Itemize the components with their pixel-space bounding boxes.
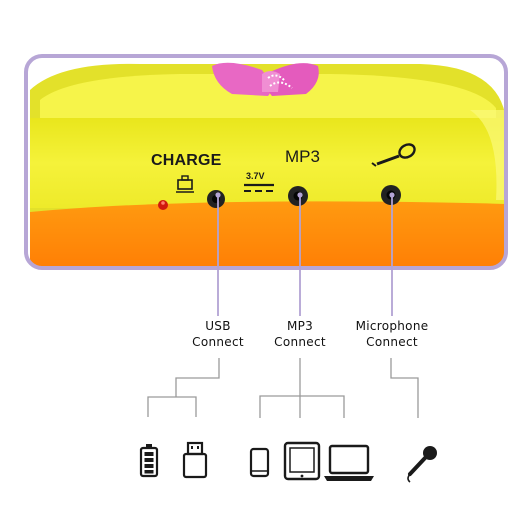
microphone-connect-label: Microphone Connect	[342, 318, 442, 350]
charge-led	[158, 200, 168, 210]
usb-connect-line2: Connect	[192, 335, 244, 349]
phone-icon	[249, 447, 270, 478]
usb-drive-icon	[182, 441, 208, 479]
callout-lines	[217, 195, 393, 316]
pink-bow	[212, 62, 319, 96]
usb-connect-line1: USB	[205, 319, 231, 333]
photo-frame	[24, 54, 508, 270]
panel-microphone-icon	[371, 143, 416, 167]
battery-icon	[139, 444, 159, 478]
usb-connect-label: USB Connect	[178, 318, 258, 350]
microphone-connect-line1: Microphone	[355, 319, 429, 333]
voltage-label: 3.7V	[246, 171, 265, 181]
microphone-icon	[407, 446, 437, 483]
charge-port	[207, 190, 225, 208]
mp3-connect-line1: MP3	[286, 319, 314, 333]
laptop-icon	[324, 444, 374, 481]
mp3-label: MP3	[285, 147, 320, 166]
mp3-connect-line2: Connect	[274, 335, 326, 349]
microphone-connect-line2: Connect	[366, 335, 418, 349]
mp3-connect-label: MP3 Connect	[260, 318, 340, 350]
speaker-panel	[26, 56, 506, 268]
charge-label: CHARGE	[151, 152, 222, 169]
dc-symbol-icon	[244, 183, 274, 192]
charge-symbol-icon	[176, 175, 194, 193]
connector-lines	[147, 358, 419, 418]
tablet-icon	[283, 441, 321, 481]
